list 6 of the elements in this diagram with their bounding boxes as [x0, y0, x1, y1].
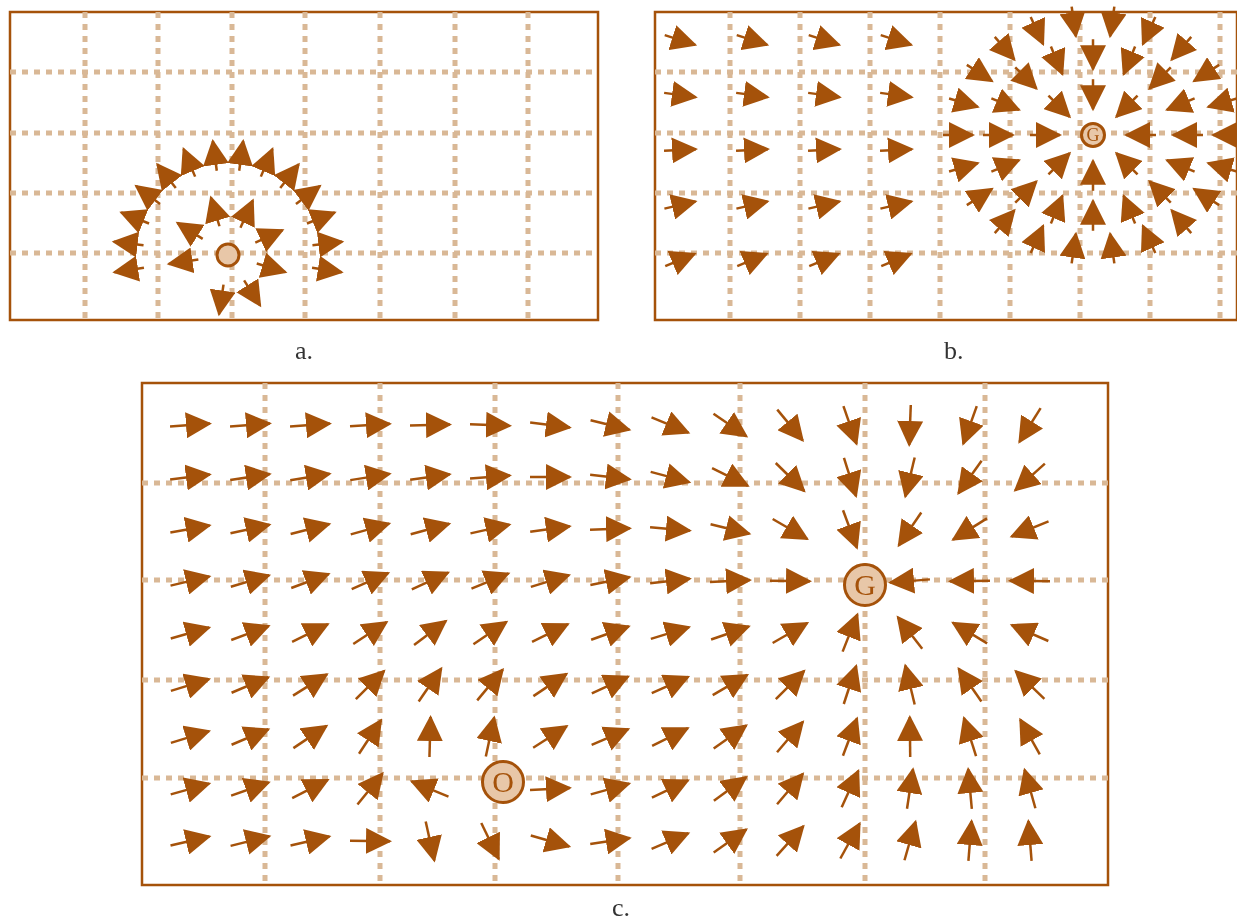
panel-label: a. — [295, 338, 314, 364]
panel-label: c. — [612, 895, 631, 921]
panel-label: b. — [944, 338, 964, 364]
charge-circle: O — [481, 760, 525, 804]
charge-circle: G — [1080, 122, 1106, 148]
charge-circle: G — [843, 563, 887, 607]
